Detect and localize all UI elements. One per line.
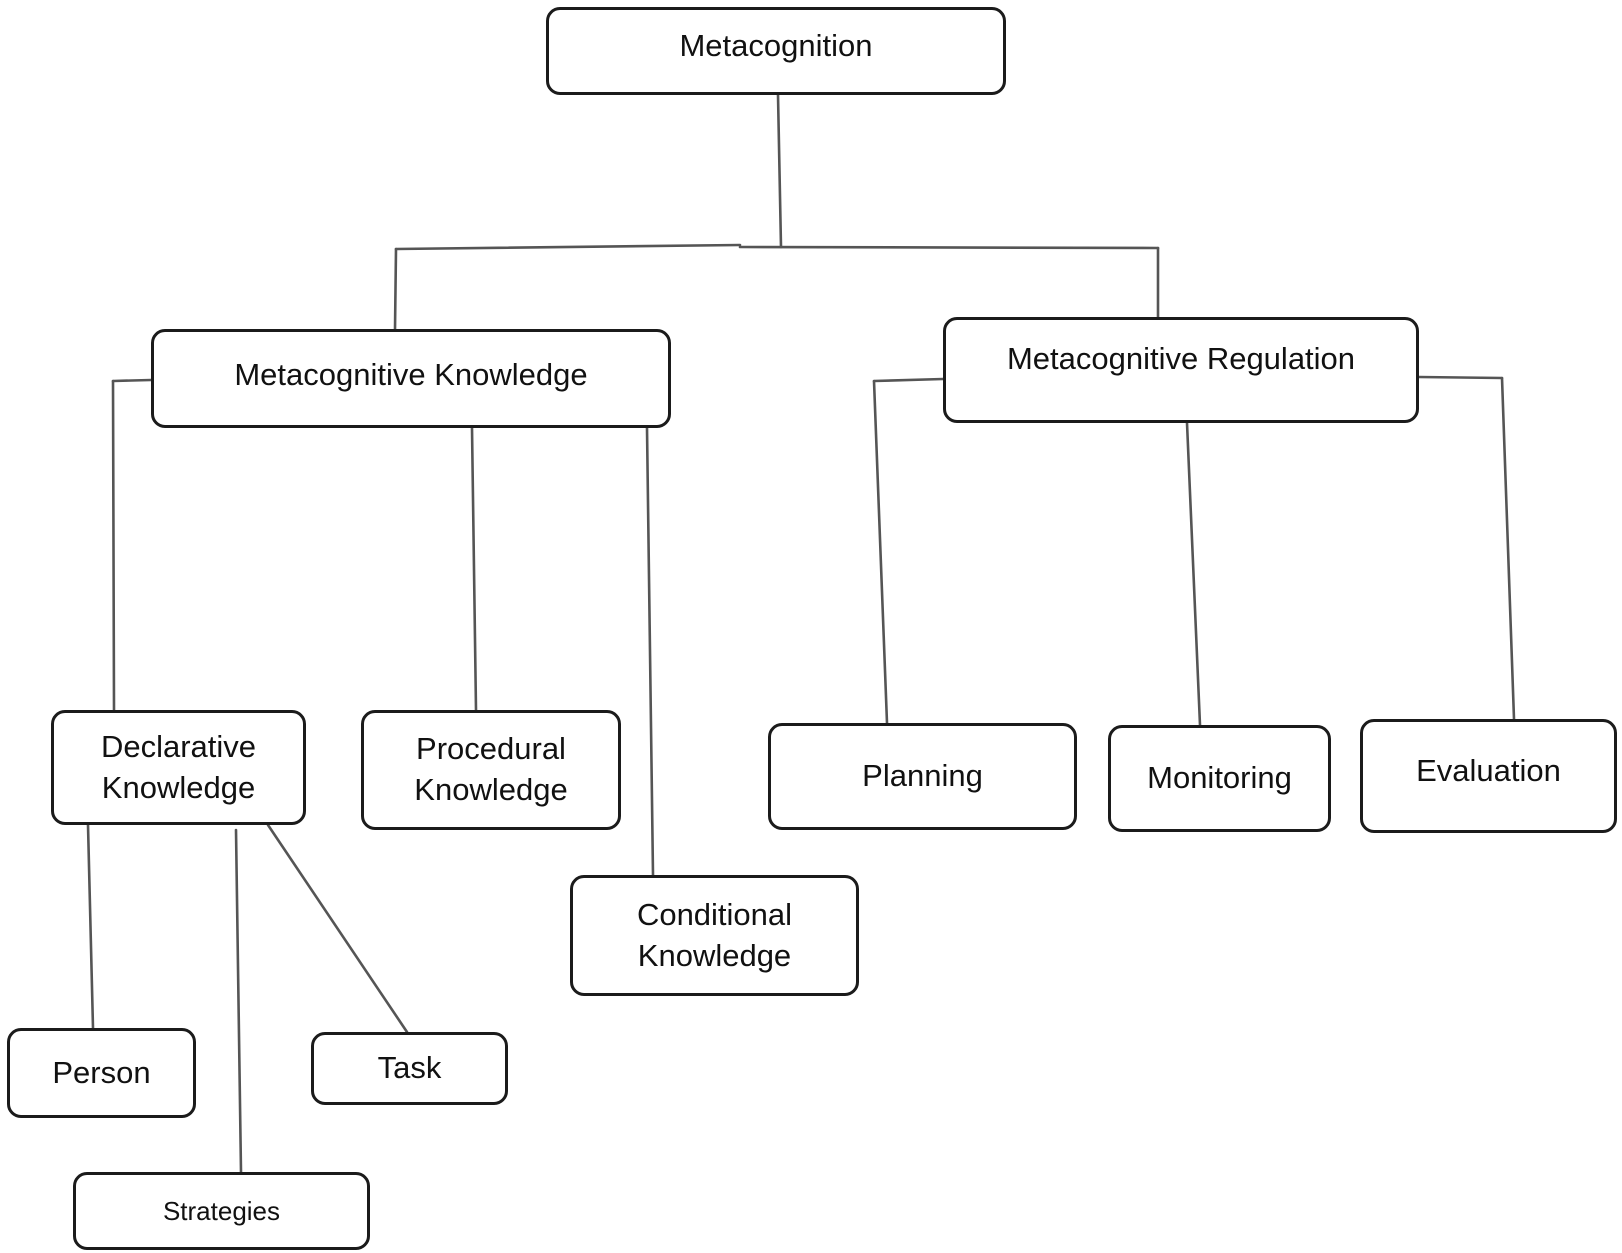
edge-root-to-metacognitive-knowledge <box>393 247 398 331</box>
edge-level1-bar-right <box>738 245 1160 250</box>
edge-mk-to-declarative-stub <box>111 378 153 383</box>
node-metacognitive-knowledge: Metacognitive Knowledge <box>151 329 671 428</box>
edge-mk-to-conditional-knowledge <box>645 426 655 877</box>
edge-mr-to-evaluation <box>1500 376 1516 721</box>
node-metacognitive-regulation: Metacognitive Regulation <box>943 317 1419 423</box>
node-monitoring: Monitoring <box>1108 725 1331 832</box>
node-strategies: Strategies <box>73 1172 370 1250</box>
node-declarative-knowledge: Declarative Knowledge <box>51 710 306 825</box>
edge-mr-to-evaluation-stub <box>1417 375 1504 380</box>
edge-level1-bar-left <box>394 243 742 251</box>
edge-root-to-level1-trunk <box>776 93 783 249</box>
edge-mr-to-planning-stub <box>872 377 945 383</box>
node-procedural-knowledge: Procedural Knowledge <box>361 710 621 830</box>
edge-mk-to-procedural-knowledge <box>470 426 478 712</box>
node-conditional-knowledge: Conditional Knowledge <box>570 875 859 996</box>
node-evaluation: Evaluation <box>1360 719 1617 833</box>
edge-dk-to-person <box>86 823 95 1030</box>
edge-dk-to-task <box>266 823 409 1034</box>
edge-mr-to-planning <box>872 379 889 725</box>
node-task: Task <box>311 1032 508 1105</box>
edge-dk-to-strategies <box>234 828 243 1174</box>
edge-mk-to-declarative-knowledge <box>111 379 116 712</box>
node-person: Person <box>7 1028 196 1118</box>
node-planning: Planning <box>768 723 1077 830</box>
node-metacognition: Metacognition <box>546 7 1006 95</box>
edge-mr-to-monitoring <box>1185 421 1202 727</box>
